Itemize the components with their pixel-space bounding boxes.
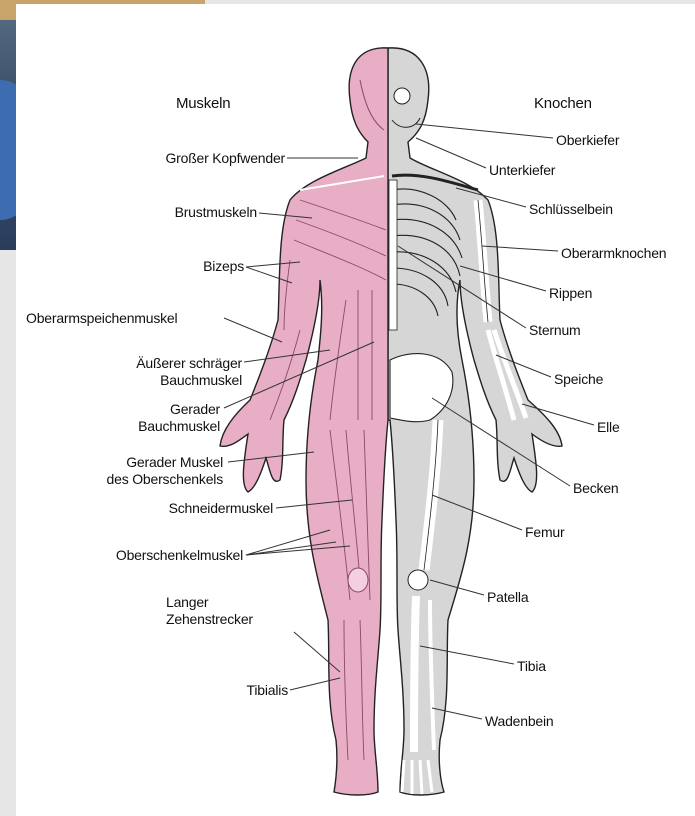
label-zehenstrecker-2: Zehenstrecker: [166, 611, 253, 627]
label-gerader-bauch-1: Gerader: [170, 401, 220, 417]
muscle-kneecap: [348, 568, 368, 592]
label-becken: Becken: [573, 480, 619, 496]
tibia-bone: [414, 596, 416, 752]
sternum-bone: [389, 180, 397, 330]
label-gerader-bauch-2: Bauchmuskel: [138, 418, 220, 434]
label-oberarmspeichenmuskel: Oberarmspeichenmuskel: [26, 310, 177, 326]
label-rippen: Rippen: [549, 285, 592, 301]
label-bizeps: Bizeps: [203, 258, 244, 274]
label-femur: Femur: [525, 524, 564, 540]
label-schneidermuskel: Schneidermuskel: [169, 500, 273, 516]
skull-eye-socket: [394, 88, 410, 104]
heading-bones: Knochen: [534, 96, 592, 112]
label-schraeger-2: Bauchmuskel: [160, 372, 242, 388]
anatomy-figure: [16, 4, 695, 816]
label-brustmuskeln: Brustmuskeln: [175, 204, 257, 220]
label-schraeger-1: Äußerer schräger: [136, 355, 242, 371]
patella-bone: [408, 570, 428, 590]
label-unterkiefer: Unterkiefer: [489, 162, 555, 178]
label-tibialis: Tibialis: [247, 682, 288, 698]
label-kopfwender: Großer Kopfwender: [165, 150, 285, 166]
label-gerader-oberschenkel-2: des Oberschenkels: [107, 471, 223, 487]
label-patella: Patella: [487, 589, 528, 605]
diagram-sheet: Muskeln Knochen Großer Kopfwender Brustm…: [16, 4, 695, 816]
heading-muscles: Muskeln: [176, 96, 230, 112]
label-zehenstrecker-1: Langer: [166, 594, 208, 610]
label-oberschenkelmuskel: Oberschenkelmuskel: [116, 547, 243, 563]
label-oberkiefer: Oberkiefer: [556, 132, 619, 148]
label-schluesselbein: Schlüsselbein: [529, 201, 613, 217]
label-elle: Elle: [597, 419, 620, 435]
label-sternum: Sternum: [529, 322, 581, 338]
label-wadenbein: Wadenbein: [485, 713, 554, 729]
label-gerader-oberschenkel-1: Gerader Muskel: [126, 454, 223, 470]
label-oberarmknochen: Oberarmknochen: [561, 245, 666, 261]
label-speiche: Speiche: [554, 371, 603, 387]
label-tibia: Tibia: [517, 658, 546, 674]
